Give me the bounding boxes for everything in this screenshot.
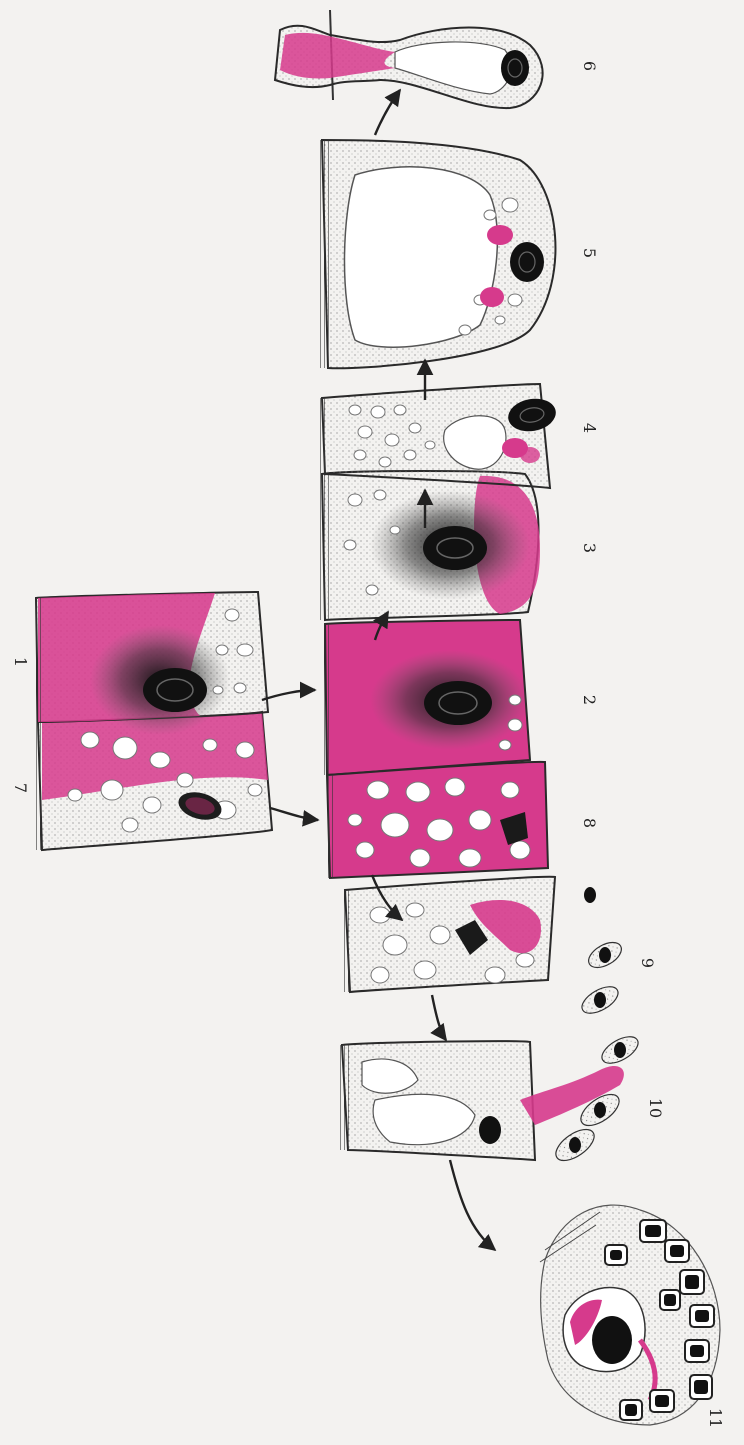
arrow-7-to-8 — [270, 808, 318, 820]
arrow-5-to-6 — [375, 90, 400, 135]
cell-1 — [34, 592, 268, 735]
panel-label-3: 3 — [581, 533, 597, 563]
cell-8 — [327, 762, 548, 878]
cell-11 — [540, 1205, 720, 1425]
panel-label-10: 10 — [647, 1093, 663, 1123]
cell-9 — [343, 877, 555, 992]
cell-3 — [320, 471, 540, 620]
cell-4 — [319, 384, 558, 488]
arrow-9-to-10 — [432, 995, 446, 1040]
panel-label-6: 6 — [581, 51, 597, 81]
panel-label-4: 4 — [581, 413, 597, 443]
cell-2 — [323, 620, 530, 775]
arrow-10-to-11 — [450, 1160, 495, 1250]
cell-5 — [320, 140, 555, 368]
panel-label-2: 2 — [581, 685, 597, 715]
arrow-1-to-2 — [262, 690, 315, 700]
panel-label-7: 7 — [12, 773, 28, 803]
panel-label-8: 8 — [581, 808, 597, 838]
cell-6 — [275, 10, 543, 108]
panel-label-5: 5 — [581, 238, 597, 268]
panel-label-11: 11 — [707, 1403, 723, 1433]
panel-label-1: 1 — [12, 647, 28, 677]
panel-label-9: 9 — [639, 948, 655, 978]
